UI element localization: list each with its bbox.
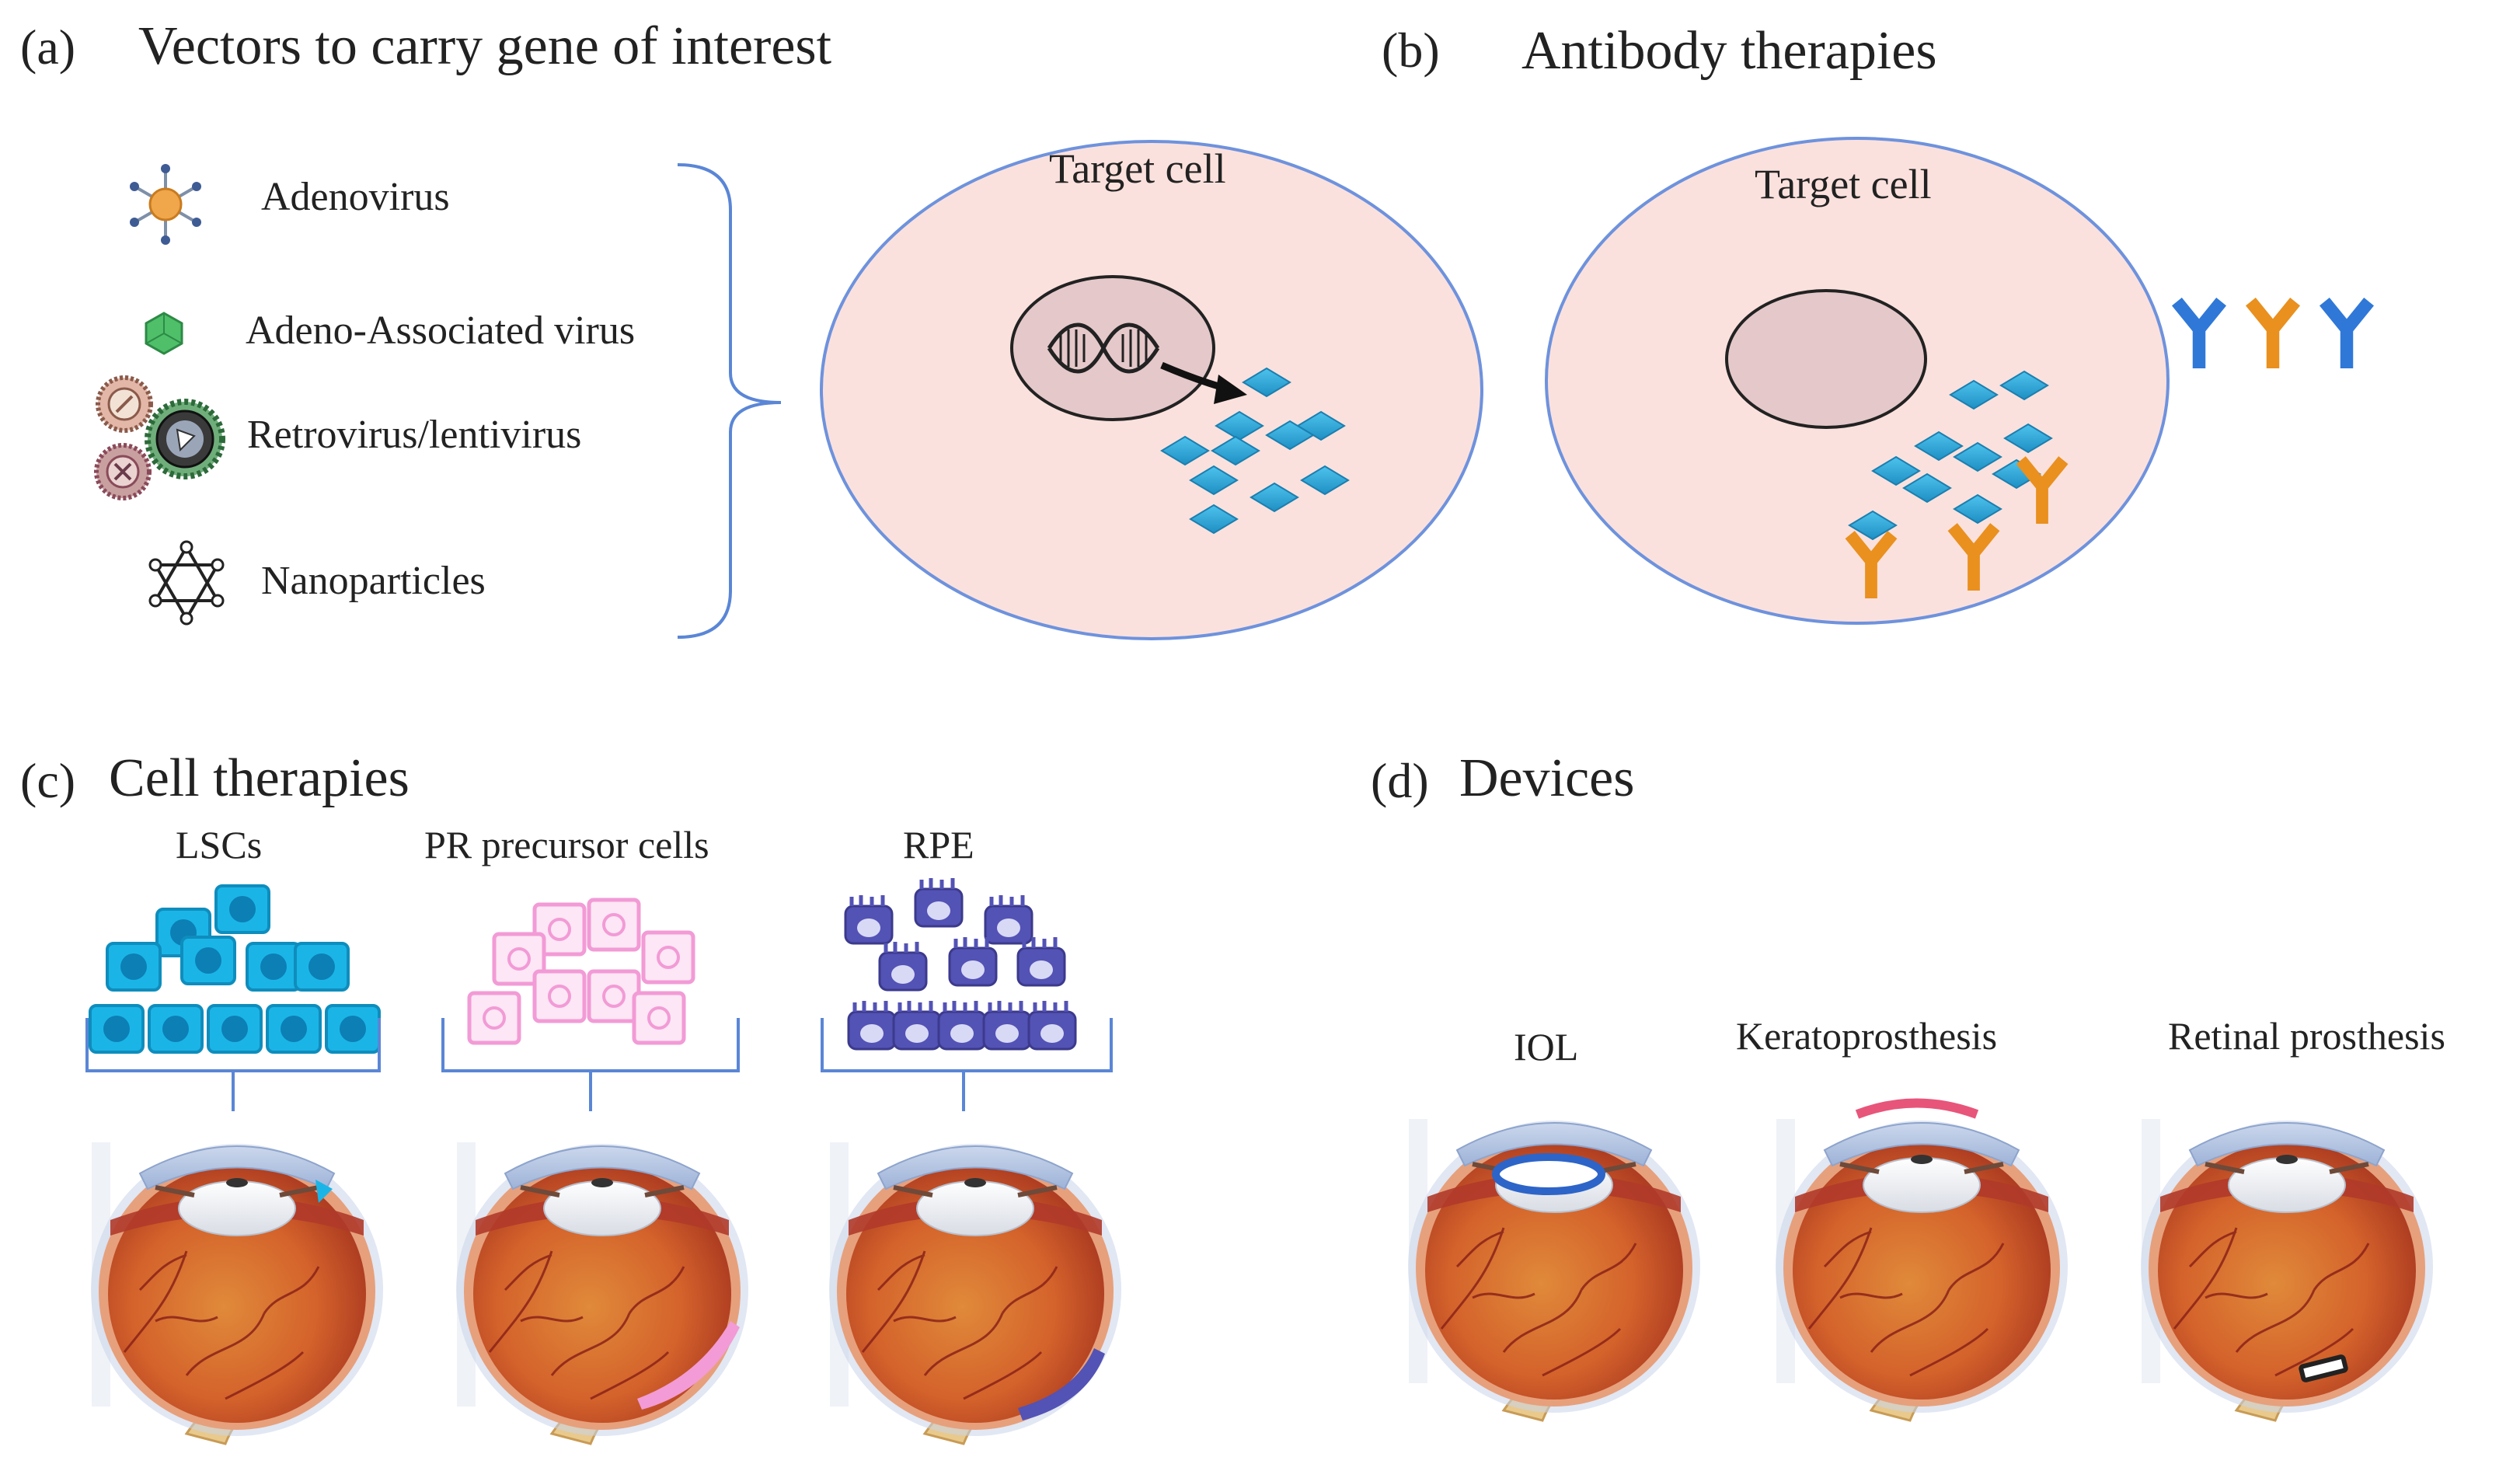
pr-nucleus — [507, 947, 531, 971]
aav-icon — [145, 312, 183, 355]
panel-d — [1408, 1098, 2433, 1421]
rpe-microvilli — [953, 937, 989, 948]
lsc-nucleus — [308, 953, 335, 980]
eye-iol — [1408, 1119, 1700, 1420]
free-antibody — [2250, 302, 2295, 368]
pr-nucleus — [657, 946, 680, 969]
rpe-nucleus — [1030, 960, 1053, 979]
pr-nucleus — [483, 1006, 506, 1030]
panel-c-title: Cell therapies — [109, 748, 410, 808]
pr-nucleus — [602, 985, 626, 1008]
lsc-cell-cluster — [89, 884, 381, 1054]
device-label-iol: IOL — [1514, 1025, 1579, 1068]
pr-nucleus — [647, 1006, 671, 1030]
panel-a-title: Vectors to carry gene of interest — [138, 16, 832, 76]
pr-nucleus — [548, 985, 571, 1008]
pr-nucleus — [602, 913, 626, 936]
rpe-nucleus — [997, 919, 1020, 937]
nanoparticle-icon — [148, 540, 225, 626]
rpe-bracket — [821, 1018, 1113, 1111]
lsc-nucleus — [162, 1016, 189, 1042]
lsc-nucleus — [229, 896, 256, 922]
expression-arrow — [1160, 361, 1247, 404]
rpe-nucleus — [905, 1024, 929, 1043]
lsc-nucleus — [281, 1016, 307, 1042]
panel-d-label: (d) — [1371, 753, 1429, 808]
panel-b-title: Antibody therapies — [1521, 21, 1937, 81]
free-antibody — [2177, 302, 2221, 368]
eye-rpe — [829, 1142, 1121, 1444]
nucleus-a — [1010, 275, 1215, 421]
lsc-bracket — [85, 1018, 381, 1111]
rpe-microvilli — [852, 1001, 888, 1012]
rpe-nucleus — [995, 1024, 1019, 1043]
eye-pr — [456, 1142, 748, 1444]
rpe-nucleus — [857, 919, 880, 937]
retinal-prosthesis-implant — [2299, 1354, 2348, 1382]
cell-group-label-lsc: LSCs — [176, 823, 263, 866]
eye-lsc — [91, 1142, 383, 1444]
panel-a — [94, 140, 1483, 640]
panel-b-label: (b) — [1382, 23, 1440, 78]
target-cell-label-b: Target cell — [1755, 161, 1932, 207]
lsc-nucleus — [221, 1016, 248, 1042]
rpe-nucleus — [891, 965, 915, 984]
vector-bracket — [677, 163, 782, 639]
lsc-nucleus — [260, 953, 287, 980]
pr-precursor-cell-cluster — [467, 898, 695, 1045]
rpe-nucleus — [860, 1024, 884, 1043]
rpe-nucleus — [1040, 1024, 1064, 1043]
eye-retinal-prosthesis — [2141, 1119, 2433, 1420]
target-cell-label-a: Target cell — [1049, 145, 1226, 192]
lsc-graft-marker — [315, 1180, 333, 1203]
rpe-microvilli — [989, 895, 1025, 906]
pr-bracket — [441, 1018, 740, 1111]
rpe-microvilli — [943, 1001, 978, 1012]
pr-graft-marker — [637, 1321, 740, 1410]
device-label-retinal-prosthesis: Retinal prosthesis — [2168, 1014, 2445, 1058]
vector-label-adenovirus: Adenovirus — [261, 175, 450, 219]
panel-a-label: (a) — [20, 19, 76, 75]
vector-label-retrovirus: Retrovirus/lentivirus — [247, 413, 582, 457]
panel-c — [87, 878, 1121, 1444]
rpe-microvilli — [1033, 1001, 1068, 1012]
eye-keratoprosthesis — [1776, 1098, 2068, 1421]
rpe-nucleus — [950, 1024, 974, 1043]
rpe-microvilli — [919, 878, 955, 889]
rpe-microvilli — [988, 1001, 1023, 1012]
panel-b — [1545, 137, 2369, 625]
retrovirus-icon — [94, 375, 225, 500]
rpe-graft-marker — [1018, 1348, 1105, 1420]
rpe-microvilli — [1022, 937, 1058, 948]
iol-implant — [1492, 1153, 1605, 1195]
vector-label-nanoparticles: Nanoparticles — [261, 559, 486, 603]
free-antibody — [2324, 302, 2368, 368]
rpe-microvilli — [884, 942, 919, 953]
rpe-cell-cluster — [844, 878, 1077, 1051]
rpe-nucleus — [927, 901, 950, 920]
device-label-keratoprosthesis: Keratoprosthesis — [1736, 1014, 1998, 1058]
rpe-microvilli — [898, 1001, 933, 1012]
panel-c-label: (c) — [20, 753, 76, 808]
adenovirus-icon — [130, 164, 201, 245]
lsc-nucleus — [195, 947, 221, 974]
vector-label-aav: Adeno-Associated virus — [246, 308, 636, 353]
rpe-nucleus — [961, 960, 985, 979]
keratoprosthesis-implant — [1855, 1098, 1979, 1119]
lsc-nucleus — [103, 1016, 130, 1042]
nucleus-b — [1725, 289, 1927, 429]
cell-group-label-rpe: RPE — [903, 823, 974, 866]
lsc-nucleus — [340, 1016, 366, 1042]
panel-d-title: Devices — [1459, 748, 1635, 808]
rpe-microvilli — [849, 895, 885, 906]
lsc-nucleus — [120, 953, 147, 980]
cell-group-label-pr: PR precursor cells — [424, 823, 709, 866]
pr-nucleus — [548, 918, 571, 941]
dna-icon — [1047, 322, 1160, 374]
